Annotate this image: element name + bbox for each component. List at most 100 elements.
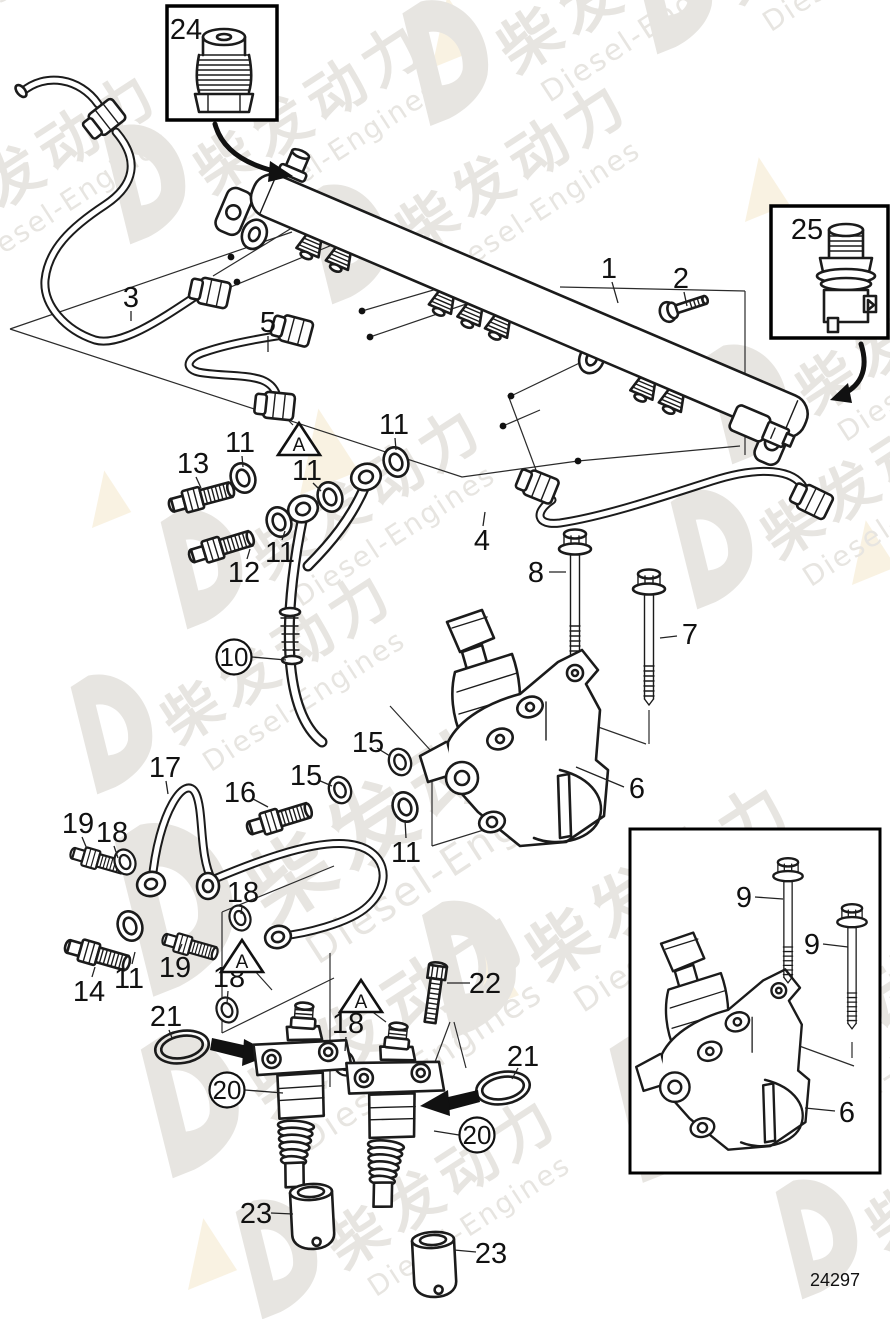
fuel-pipe-3 (14, 75, 233, 346)
watermark-yellow-mark (852, 520, 890, 585)
part-number-text: 21 (150, 1001, 182, 1033)
label-leader-line (611, 281, 619, 304)
part-number-text: 11 (391, 837, 421, 869)
part-label-19-26: 19 (159, 943, 191, 984)
assembly-marker-triangle-icon (337, 977, 385, 1014)
part-number-text: 13 (177, 448, 209, 480)
part-label-3-4: 3 (123, 282, 139, 321)
label-leader-line (312, 482, 322, 492)
assembly-marker-letter: A (355, 992, 368, 1013)
part-number-text: 19 (62, 808, 94, 840)
label-leader-line (270, 1212, 294, 1215)
part-label-11-14: 11 (265, 530, 295, 569)
part-number-text: 19 (159, 952, 191, 984)
part-label-10-16: 10 (215, 638, 287, 676)
fuel-pipe-4 (512, 464, 836, 528)
watermark-yellow-mark (300, 408, 359, 495)
part-number-text: 11 (292, 455, 322, 487)
watermark-chinese-text: 柴发动力 (0, 0, 153, 17)
label-leader-line (165, 780, 169, 795)
part-number-text: 10 (220, 642, 249, 672)
part-label-25-1: 25 (791, 214, 823, 246)
watermark-yellow-mark (188, 1218, 238, 1290)
install-arrow-21b (420, 1090, 480, 1116)
part-label-21-32: 21 (507, 1041, 539, 1080)
assembly-marker-0: A (275, 420, 323, 457)
part-label-16-20: 16 (224, 777, 269, 809)
label-leader-line (376, 747, 391, 757)
part-label-6-9: 6 (575, 766, 645, 805)
label-leader-line (241, 455, 244, 468)
part-label-14-24: 14 (73, 966, 105, 1008)
part-label-11-23: 11 (391, 819, 421, 869)
part-number-text: 23 (240, 1198, 272, 1230)
plug-24 (193, 27, 255, 114)
part-label-17-17: 17 (149, 752, 181, 795)
fuel-rail (214, 147, 809, 467)
part-label-22-31: 22 (447, 968, 501, 1000)
assembly-marker-letter: A (236, 952, 249, 973)
part-label-5-5: 5 (260, 307, 276, 352)
part-number-text: 1 (601, 253, 617, 285)
assembly-marker-2: A (337, 977, 385, 1014)
part-label-11-12: 11 (292, 455, 322, 492)
part-number-text: 15 (290, 760, 322, 792)
detail-box-25 (769, 204, 890, 403)
part-label-8-7: 8 (528, 557, 566, 589)
part-number-text: 9 (804, 929, 820, 961)
label-leader-line (252, 798, 269, 808)
o-ring-21a (153, 1029, 211, 1065)
part-label-18-27: 18 (227, 877, 259, 915)
sleeve-23a (288, 1181, 337, 1252)
label-leader-line (683, 291, 688, 307)
part-label-20-34: 20 (433, 1116, 496, 1154)
part-number-text: 18 (96, 817, 128, 849)
rail-bolt-2 (658, 294, 710, 324)
part-label-7-8: 7 (659, 619, 698, 651)
label-leader-line (251, 656, 287, 661)
part-number-text: 11 (114, 963, 144, 995)
label-leader-line (804, 1107, 836, 1112)
part-label-4-6: 4 (474, 511, 490, 557)
part-number-text: 20 (213, 1075, 242, 1105)
label-leader-line (91, 966, 96, 978)
label-leader-line (433, 1130, 460, 1136)
part-label-24-0: 24 (170, 14, 202, 46)
part-label-15-22: 15 (352, 727, 391, 759)
label-leader-line (482, 511, 486, 527)
watermark-english-text: Diesel-Engines (757, 0, 890, 38)
part-number-text: 14 (73, 976, 105, 1008)
part-label-23-36: 23 (453, 1238, 507, 1270)
label-leader-line (317, 779, 333, 787)
label-leader-line (168, 1029, 173, 1039)
label-leader-line (240, 905, 243, 915)
part-number-text: 11 (379, 409, 409, 441)
watermark-yellow-mark (92, 470, 132, 528)
part-number-text: 6 (839, 1097, 855, 1129)
part-number-text: 20 (463, 1120, 492, 1150)
leak-off-hose-10 (278, 462, 383, 748)
part-number-text: 17 (149, 752, 181, 784)
inset-box-valve (628, 827, 882, 1175)
label-circle (208, 1071, 246, 1109)
part-label-20-33: 20 (208, 1071, 284, 1109)
part-number-text: 18 (332, 1008, 364, 1040)
label-leader-line (281, 530, 286, 541)
label-leader-line (511, 1067, 519, 1080)
fuel-pipe-5 (184, 310, 316, 422)
part-number-text: 15 (352, 727, 384, 759)
label-circle (215, 638, 253, 676)
part-label-13-10: 13 (177, 448, 209, 489)
part-label-1-2: 1 (601, 253, 619, 304)
part-label-15-21: 15 (290, 760, 333, 792)
part-number-text: 6 (629, 773, 645, 805)
label-leader-line (131, 951, 136, 965)
part-number-text: 8 (528, 557, 544, 589)
bolt-8 (557, 528, 593, 667)
part-number-text: 3 (123, 282, 139, 314)
part-number-text: 7 (682, 619, 698, 651)
label-leader-line (246, 548, 251, 560)
bolt-22 (423, 961, 449, 1025)
fuel-pipe-17 (135, 783, 388, 950)
